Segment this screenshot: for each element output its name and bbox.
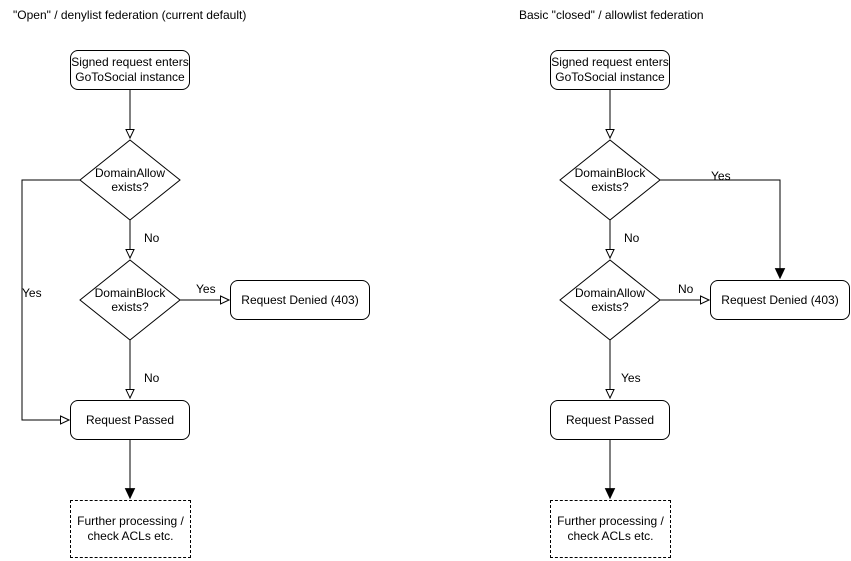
left-label-domainblock-yes: Yes <box>196 282 216 296</box>
left-passed-node: Request Passed <box>70 400 190 440</box>
right-further-processing-node: Further processing / check ACLs etc. <box>550 500 671 558</box>
right-decision-domainallow-shape <box>559 259 661 341</box>
right-start-line1: Signed request enters <box>551 55 669 69</box>
left-start-line1: Signed request enters <box>71 55 189 69</box>
right-chart-title: Basic "closed" / allowlist federation <box>519 8 704 22</box>
left-label-domainallow-yes: Yes <box>22 286 42 300</box>
left-chart-title: "Open" / denylist federation (current de… <box>13 8 247 22</box>
left-decision-domainallow-shape <box>79 139 181 221</box>
right-decision-domainblock-shape <box>559 139 661 221</box>
left-start-node: Signed request enters GoToSocial instanc… <box>70 50 190 90</box>
left-label-domainallow-no: No <box>144 231 160 245</box>
right-denied-node: Request Denied (403) <box>710 280 850 320</box>
left-denied-node: Request Denied (403) <box>230 280 370 320</box>
left-start-line2: GoToSocial instance <box>75 70 185 84</box>
left-decision-domainblock-shape <box>79 259 181 341</box>
left-edge-domainallow-yes-to-passed <box>21 179 80 420</box>
left-label-domainblock-no: No <box>144 371 160 385</box>
right-label-domainblock-no: No <box>624 231 640 245</box>
right-label-domainallow-yes: Yes <box>621 371 641 385</box>
right-label-domainblock-yes: Yes <box>711 169 731 183</box>
right-label-domainallow-no: No <box>678 282 694 296</box>
right-passed-node: Request Passed <box>550 400 670 440</box>
right-edge-domainblock-yes-to-denied <box>660 179 780 278</box>
right-start-line2: GoToSocial instance <box>555 70 665 84</box>
left-further-processing-node: Further processing / check ACLs etc. <box>70 500 191 558</box>
right-start-node: Signed request enters GoToSocial instanc… <box>550 50 670 90</box>
